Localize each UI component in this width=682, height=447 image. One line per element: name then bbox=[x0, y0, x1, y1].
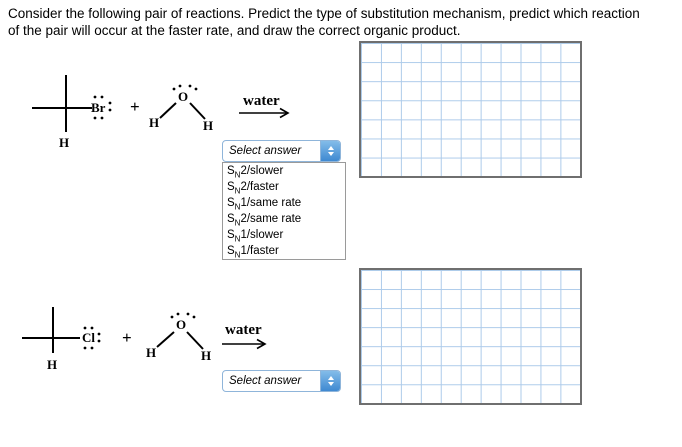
mechanism-select-1-value: Select answer bbox=[229, 145, 302, 157]
water-structure: O H H bbox=[149, 84, 213, 133]
select-stepper-icon[interactable] bbox=[320, 371, 340, 391]
water-h-left-label: H bbox=[149, 115, 159, 130]
stepper-up-arrow-icon bbox=[327, 146, 334, 150]
reagent-label: water bbox=[243, 93, 280, 109]
question-line-1: Consider the following pair of reactions… bbox=[8, 6, 640, 21]
reagent-label: water bbox=[225, 322, 262, 338]
select-stepper-icon[interactable] bbox=[320, 141, 340, 161]
mechanism-option[interactable]: SN2/faster bbox=[227, 181, 279, 196]
chlorine-lone-pair-dots bbox=[83, 326, 101, 350]
water-h-right-label: H bbox=[203, 118, 213, 133]
reaction-arrow: water bbox=[222, 322, 267, 350]
chlorine-label: Cl bbox=[82, 330, 95, 345]
drawing-canvas-2[interactable] bbox=[359, 268, 582, 405]
oxygen-label: O bbox=[178, 89, 188, 104]
bromine-lone-pair-dots bbox=[93, 95, 112, 120]
oxygen-label: O bbox=[176, 317, 186, 332]
mechanism-option[interactable]: SN1/slower bbox=[227, 229, 284, 244]
water-h-left-label: H bbox=[146, 345, 156, 360]
drawing-canvas-1[interactable] bbox=[359, 41, 582, 178]
alkyl-bromide-structure: Br H bbox=[32, 75, 112, 150]
stepper-up-arrow-icon bbox=[327, 376, 334, 380]
mechanism-select-2-value: Select answer bbox=[229, 375, 302, 387]
mechanism-option[interactable]: SN2/slower bbox=[227, 165, 284, 180]
reaction-arrow: water bbox=[239, 93, 290, 119]
plus-sign: + bbox=[122, 328, 132, 347]
water-structure: O H H bbox=[146, 312, 211, 363]
question-line-2: of the pair will occur at the faster rat… bbox=[8, 23, 461, 38]
oxygen-lone-pair-dots bbox=[170, 312, 196, 319]
mechanism-option[interactable]: SN2/same rate bbox=[227, 213, 302, 228]
oxygen-lone-pair-dots bbox=[172, 84, 198, 91]
water-h-right-label: H bbox=[201, 348, 211, 363]
question-text: Consider the following pair of reactions… bbox=[8, 5, 678, 39]
mechanism-option[interactable]: SN1/faster bbox=[227, 245, 279, 260]
bromine-label: Br bbox=[91, 100, 106, 115]
mechanism-select-2[interactable]: Select answer bbox=[222, 370, 341, 392]
stepper-down-arrow-icon bbox=[327, 152, 334, 156]
mechanism-select-1[interactable]: Select answer bbox=[222, 140, 341, 162]
mechanism-option[interactable]: SN1/same rate bbox=[227, 197, 302, 212]
plus-sign: + bbox=[130, 97, 140, 116]
alkyl-chloride-structure: Cl H bbox=[22, 307, 101, 372]
carbon-h-label: H bbox=[47, 357, 57, 372]
stepper-down-arrow-icon bbox=[327, 382, 334, 386]
carbon-h-label: H bbox=[59, 135, 69, 150]
